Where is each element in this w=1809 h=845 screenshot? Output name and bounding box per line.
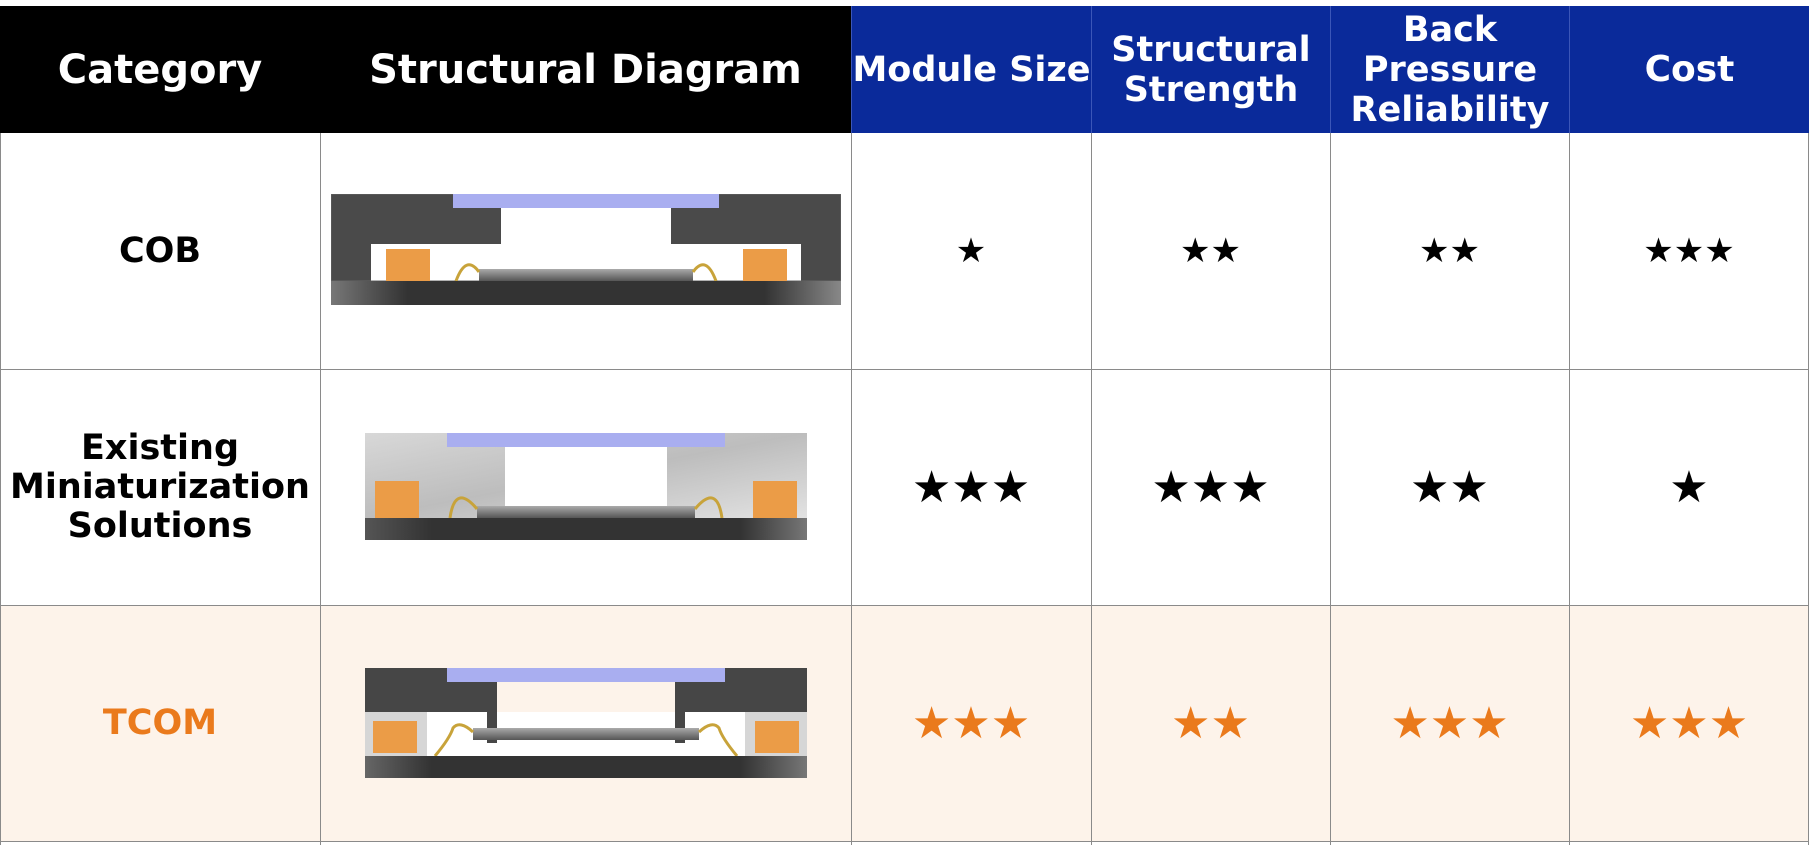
table-row-existing-miniaturization: Existing Miniaturization Solutions — [0, 369, 1809, 605]
module-size-cell: ★★★ — [851, 605, 1091, 841]
category-cell: TCOM — [0, 605, 320, 841]
category-cell: Existing Miniaturization Solutions — [0, 369, 320, 605]
structural-strength-cell: ★★ — [1091, 605, 1330, 841]
module-size-cell: ★★★ — [851, 369, 1091, 605]
header-structural-strength-line2: Strength — [1123, 69, 1299, 110]
header-back-pressure-line3: Reliability — [1350, 89, 1550, 130]
grid-line — [320, 133, 321, 845]
existing-miniaturization-structure-diagram — [364, 433, 807, 540]
rating-stars: ★★★ — [1151, 461, 1270, 513]
header-category-label: Category — [57, 46, 263, 93]
back-pressure-cell: ★★ — [1330, 133, 1569, 369]
diagram-cell — [320, 369, 851, 605]
rating-stars: ★★ — [1410, 461, 1489, 513]
header-cost: Cost — [1569, 6, 1809, 133]
category-line: TCOM — [102, 702, 218, 743]
category-line: Existing — [80, 427, 239, 468]
grid-line — [0, 369, 1809, 370]
category-line: Miniaturization — [10, 466, 310, 507]
cost-cell: ★★★ — [1569, 133, 1809, 369]
grid-line — [1330, 133, 1331, 845]
header-back-pressure-reliability: Back Pressure Reliability — [1330, 6, 1569, 133]
header-structural-strength: Structural Strength — [1091, 6, 1330, 133]
grid-line — [1091, 133, 1092, 845]
grid-line — [0, 133, 1, 845]
rating-stars: ★★ — [1180, 231, 1241, 271]
table-row-cob: COB — [0, 133, 1809, 369]
cob-structure-diagram — [330, 194, 841, 305]
category-label: COB — [118, 230, 202, 271]
rating-stars: ★★ — [1171, 697, 1250, 749]
back-pressure-cell: ★★ — [1330, 369, 1569, 605]
grid-line — [1569, 133, 1570, 845]
grid-line — [0, 605, 1809, 606]
category-line: COB — [118, 230, 202, 271]
structural-strength-cell: ★★ — [1091, 133, 1330, 369]
back-pressure-cell: ★★★ — [1330, 605, 1569, 841]
grid-line — [0, 841, 1809, 842]
header-category: Category — [0, 6, 320, 133]
cost-cell: ★ — [1569, 369, 1809, 605]
diagram-cell — [320, 133, 851, 369]
rating-stars: ★ — [1669, 461, 1709, 513]
header-back-pressure-line2: Pressure — [1362, 49, 1538, 90]
rating-stars: ★★ — [1419, 231, 1480, 271]
header-back-pressure-line1: Back — [1402, 9, 1498, 50]
comparison-table: Category Structural Diagram Module Size … — [0, 6, 1809, 845]
structural-strength-cell: ★★★ — [1091, 369, 1330, 605]
header-structural-strength-line1: Structural — [1111, 29, 1311, 70]
rating-stars: ★★★ — [1390, 697, 1509, 749]
rating-stars: ★ — [955, 231, 987, 271]
category-label: TCOM — [102, 702, 218, 743]
rating-stars: ★★★ — [911, 461, 1031, 513]
category-cell: COB — [0, 133, 320, 369]
module-size-cell: ★ — [851, 133, 1091, 369]
rating-stars: ★★★ — [1629, 697, 1749, 749]
diagram-cell — [320, 605, 851, 841]
header-cost-label: Cost — [1644, 49, 1735, 90]
grid-line — [851, 133, 852, 845]
cost-cell: ★★★ — [1569, 605, 1809, 841]
header-diagram-label: Structural Diagram — [369, 46, 802, 93]
category-label: Existing Miniaturization Solutions — [10, 427, 310, 546]
table-row-tcom: TCOM — [0, 605, 1809, 841]
rating-stars: ★★★ — [911, 697, 1031, 749]
header-module-size: Module Size — [851, 6, 1091, 133]
header-module-size-label: Module Size — [852, 49, 1091, 90]
rating-stars: ★★★ — [1643, 231, 1735, 271]
category-line: Solutions — [67, 505, 253, 546]
header-structural-diagram: Structural Diagram — [320, 6, 851, 133]
tcom-structure-diagram — [364, 668, 807, 778]
